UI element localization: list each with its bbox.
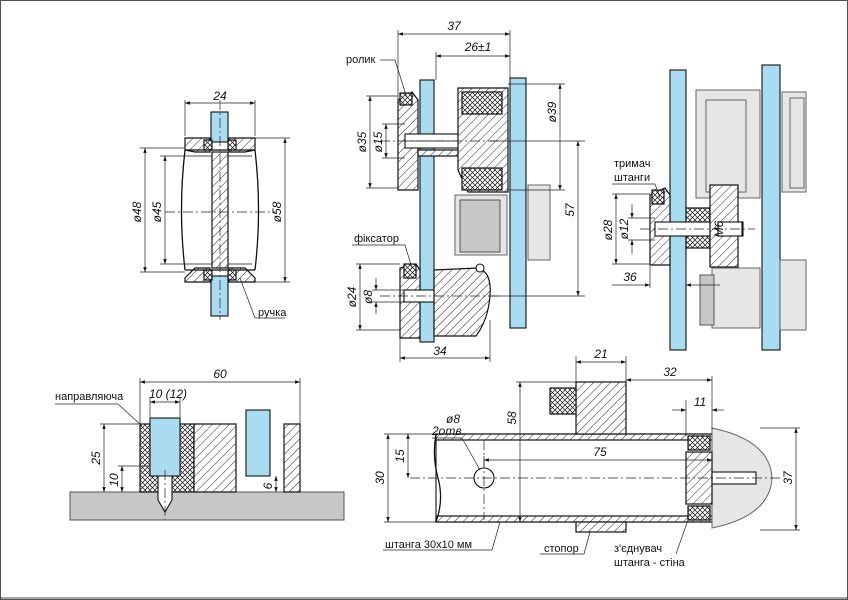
label-stopor: стопор [544,543,579,555]
dim-15-vert: 15 [393,449,407,463]
label-napravliaiucha: направляюча [55,391,124,403]
dim-11: 11 [694,395,706,409]
dim-37-top: 37 [447,19,462,33]
dim-36: 36 [623,270,637,284]
dim-60: 60 [213,367,227,381]
roller-view: 37 26±1 ролик ø35 ø15 ø39 57 фіксатор [345,19,585,362]
dim-d58: ø58 [270,201,284,222]
dim-d15: ø15 [371,131,385,152]
label-shtangy: штанги [614,172,650,184]
dim-32: 32 [663,365,677,379]
dim-m6: M6 [712,220,726,237]
dim-21: 21 [593,347,607,361]
dim-d12: ø12 [617,218,631,239]
label-fiksator: фіксатор [354,233,399,245]
dim-d39: ø39 [545,101,559,122]
dim-10: 10 [107,473,121,487]
dim-6: 6 [261,482,275,489]
dim-58-vert: 58 [505,411,519,425]
dim-24-top: 24 [212,89,227,103]
dim-30: 30 [373,471,387,485]
dim-37-right: 37 [781,470,795,485]
dim-d35: ø35 [355,131,369,152]
label-shtanga-stina: штанга - стіна [614,557,686,569]
handle-view: 24 ø48 ø45 ø58 ручка [130,89,290,320]
dim-75: 75 [593,445,607,459]
dim-d45: ø45 [150,201,164,222]
guide-view: направляюча 60 10 (12) 25 10 6 [55,367,345,521]
label-ruchka: ручка [258,307,287,319]
dim-d8-hole: ø8 [446,412,460,426]
bar-view: 21 32 58 ø8 2отв. 11 75 30 15 37 [373,347,800,569]
label-rolik: ролик [346,54,376,66]
dim-10-12: 10 (12) [149,387,187,401]
label-holes: 2отв. [431,424,465,438]
label-shtanga: штанга 30х10 мм [385,539,472,551]
dim-d48: ø48 [130,201,144,222]
bar-holder-view: тримач штанги ø28 ø12 M6 36 [601,64,807,351]
dim-34: 34 [433,344,447,358]
dim-25: 25 [89,451,103,466]
dim-57: 57 [563,202,577,217]
label-trymach: тримач [614,158,650,170]
dim-d28: ø28 [601,219,615,240]
dim-d8-left: ø8 [361,290,375,304]
dim-26: 26±1 [464,40,492,54]
label-ziednuvach: з'єднувач [614,543,662,555]
dim-d24-left: ø24 [345,286,359,307]
